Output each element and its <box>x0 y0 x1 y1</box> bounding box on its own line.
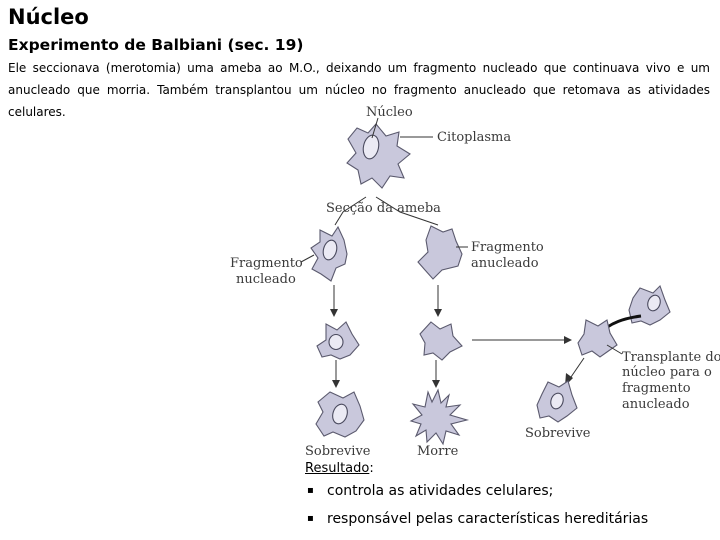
surviving-amoeba-right <box>536 380 578 423</box>
nucleated-pointer-line <box>300 254 315 263</box>
split-line-left <box>334 196 367 226</box>
result-item-2: ▪ responsável pelas características hered… <box>307 510 648 528</box>
label-transplant-1: Transplante do <box>622 350 720 365</box>
anucleated-fragment <box>417 225 463 280</box>
label-dies: Morre <box>417 444 459 459</box>
transplant-donor-amoeba <box>628 284 671 326</box>
label-section: Secção da ameba <box>326 201 441 216</box>
bullet-icon: ▪ <box>307 513 314 524</box>
label-anucleated-1: Fragmento <box>471 240 544 255</box>
original-amoeba <box>346 123 411 189</box>
split-line-right <box>375 196 439 226</box>
label-nucleated-1: Fragmento <box>230 256 303 271</box>
intro-paragraph: Ele seccionava (merotomia) uma ameba ao … <box>8 61 710 119</box>
label-cytoplasm: Citoplasma <box>437 130 511 145</box>
result-colon: : <box>369 461 374 476</box>
label-nucleated-2: nucleado <box>236 272 296 287</box>
nucleus-pointer-line <box>371 117 379 139</box>
surviving-amoeba-left <box>315 391 365 438</box>
label-transplant-2: núcleo para o <box>622 365 712 380</box>
label-transplant-4: anucleado <box>622 397 690 412</box>
label-transplant-3: fragmento <box>622 381 691 396</box>
anucleated-amoeba-stage2 <box>419 321 463 361</box>
label-nucleus: Núcleo <box>366 105 413 120</box>
result-item-text: controla as atividades celulares; <box>327 483 554 499</box>
result-item-text: responsável pelas características heredi… <box>327 511 649 527</box>
flow-arrows <box>330 285 585 388</box>
transplant-recipient-amoeba <box>577 319 618 358</box>
nucleated-fragment <box>310 225 348 282</box>
page-title: Núcleo <box>8 5 89 29</box>
result-item-1: ▪ controla as atividades celulares; <box>307 482 553 500</box>
nucleus-shape <box>362 134 380 160</box>
label-anucleated-2: anucleado <box>471 256 539 271</box>
label-survives-left: Sobrevive <box>305 444 371 459</box>
bullet-icon: ▪ <box>307 485 314 496</box>
result-title: Resultado <box>305 461 370 476</box>
dying-amoeba <box>409 388 470 446</box>
result-heading: Resultado: <box>305 460 374 478</box>
transplant-pointer-line <box>606 344 623 355</box>
label-survives-right: Sobrevive <box>525 426 591 441</box>
page-subtitle: Experimento de Balbiani (sec. 19) <box>8 36 304 54</box>
nucleated-amoeba-stage2 <box>316 321 360 360</box>
